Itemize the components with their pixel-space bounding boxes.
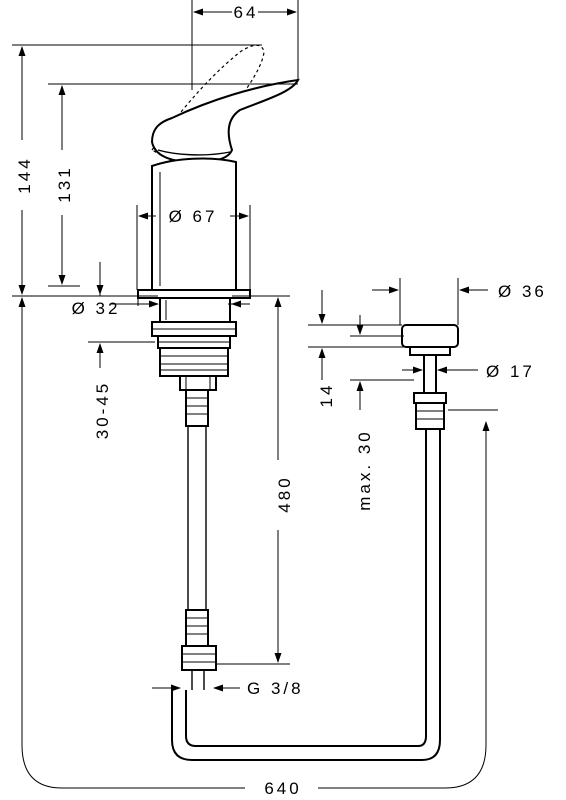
dimension-label-total-span: 640 bbox=[264, 779, 301, 798]
dimension-label-thread: G 3/8 bbox=[247, 679, 304, 698]
dimension-label-lever-height: 131 bbox=[55, 165, 74, 202]
dimension-label-base-diameter: Ø 32 bbox=[72, 299, 121, 318]
dimension-popup-max: max. 30 bbox=[350, 315, 414, 511]
dimension-thread: G 3/8 bbox=[152, 679, 304, 698]
dimension-label-popup-diameter: Ø 36 bbox=[498, 282, 547, 301]
dimension-label-popup-max: max. 30 bbox=[355, 429, 374, 510]
dimension-total-span: 640 bbox=[18, 297, 498, 798]
dimension-popup-rod-diameter: Ø 17 bbox=[402, 362, 535, 381]
faucet-lever bbox=[150, 44, 300, 164]
dimension-label-popup-rod-diameter: Ø 17 bbox=[486, 362, 535, 381]
faucet-body bbox=[137, 157, 251, 323]
mounting-thread bbox=[151, 321, 237, 391]
dimension-popup-height: 14 bbox=[308, 290, 410, 407]
dimension-hose-length: 480 bbox=[216, 295, 294, 665]
dimension-label-hose-length: 480 bbox=[275, 475, 294, 512]
dimension-label-popup-height: 14 bbox=[317, 383, 336, 408]
dimension-lever-height: 131 bbox=[48, 83, 298, 287]
dimension-label-top-width: 64 bbox=[234, 3, 259, 22]
supply-hose bbox=[181, 389, 217, 690]
dimension-label-thickness-range: 30-45 bbox=[93, 381, 112, 439]
dimension-body-diameter: Ø 67 bbox=[136, 205, 251, 290]
popup-knob bbox=[401, 324, 459, 440]
dimension-label-body-diameter: Ø 67 bbox=[169, 207, 218, 226]
dimension-base-diameter: Ø 32 bbox=[60, 262, 250, 318]
popup-cable bbox=[171, 430, 441, 761]
dimension-popup-diameter: Ø 36 bbox=[372, 278, 547, 325]
dimension-label-total-height: 144 bbox=[15, 156, 34, 193]
dimension-thickness-range: 30-45 bbox=[88, 341, 155, 439]
